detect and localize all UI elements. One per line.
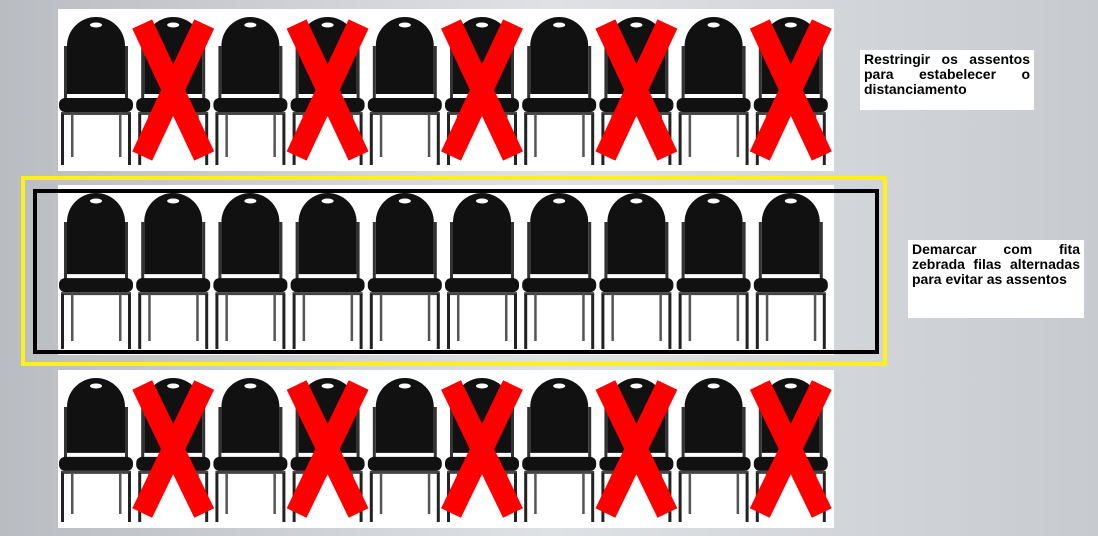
black-tape-frame [33,189,879,354]
chair-icon [677,378,751,522]
seat-row-bottom-graphic [58,370,834,528]
chair-icon [59,378,133,522]
chair-icon [522,17,596,165]
chair-icon [213,378,287,522]
note-mark-rows: Demarcar com fita zebrada filas alternad… [908,240,1084,318]
note-restrict-seats: Restringir os assentos para estabelecer … [860,50,1034,110]
chair-icon [522,378,596,522]
chair-icon [677,17,751,165]
seat-row-top-restricted [58,9,834,171]
chair-icon [59,17,133,165]
chair-icon [213,17,287,165]
seat-row-top-graphic [58,9,834,171]
chair-icon [368,17,442,165]
chair-icon [368,378,442,522]
note-restrict-seats-text: Restringir os assentos para estabelecer … [864,51,1030,97]
seat-row-bottom-restricted [58,370,834,528]
note-mark-rows-text: Demarcar com fita zebrada filas alternad… [912,241,1080,287]
